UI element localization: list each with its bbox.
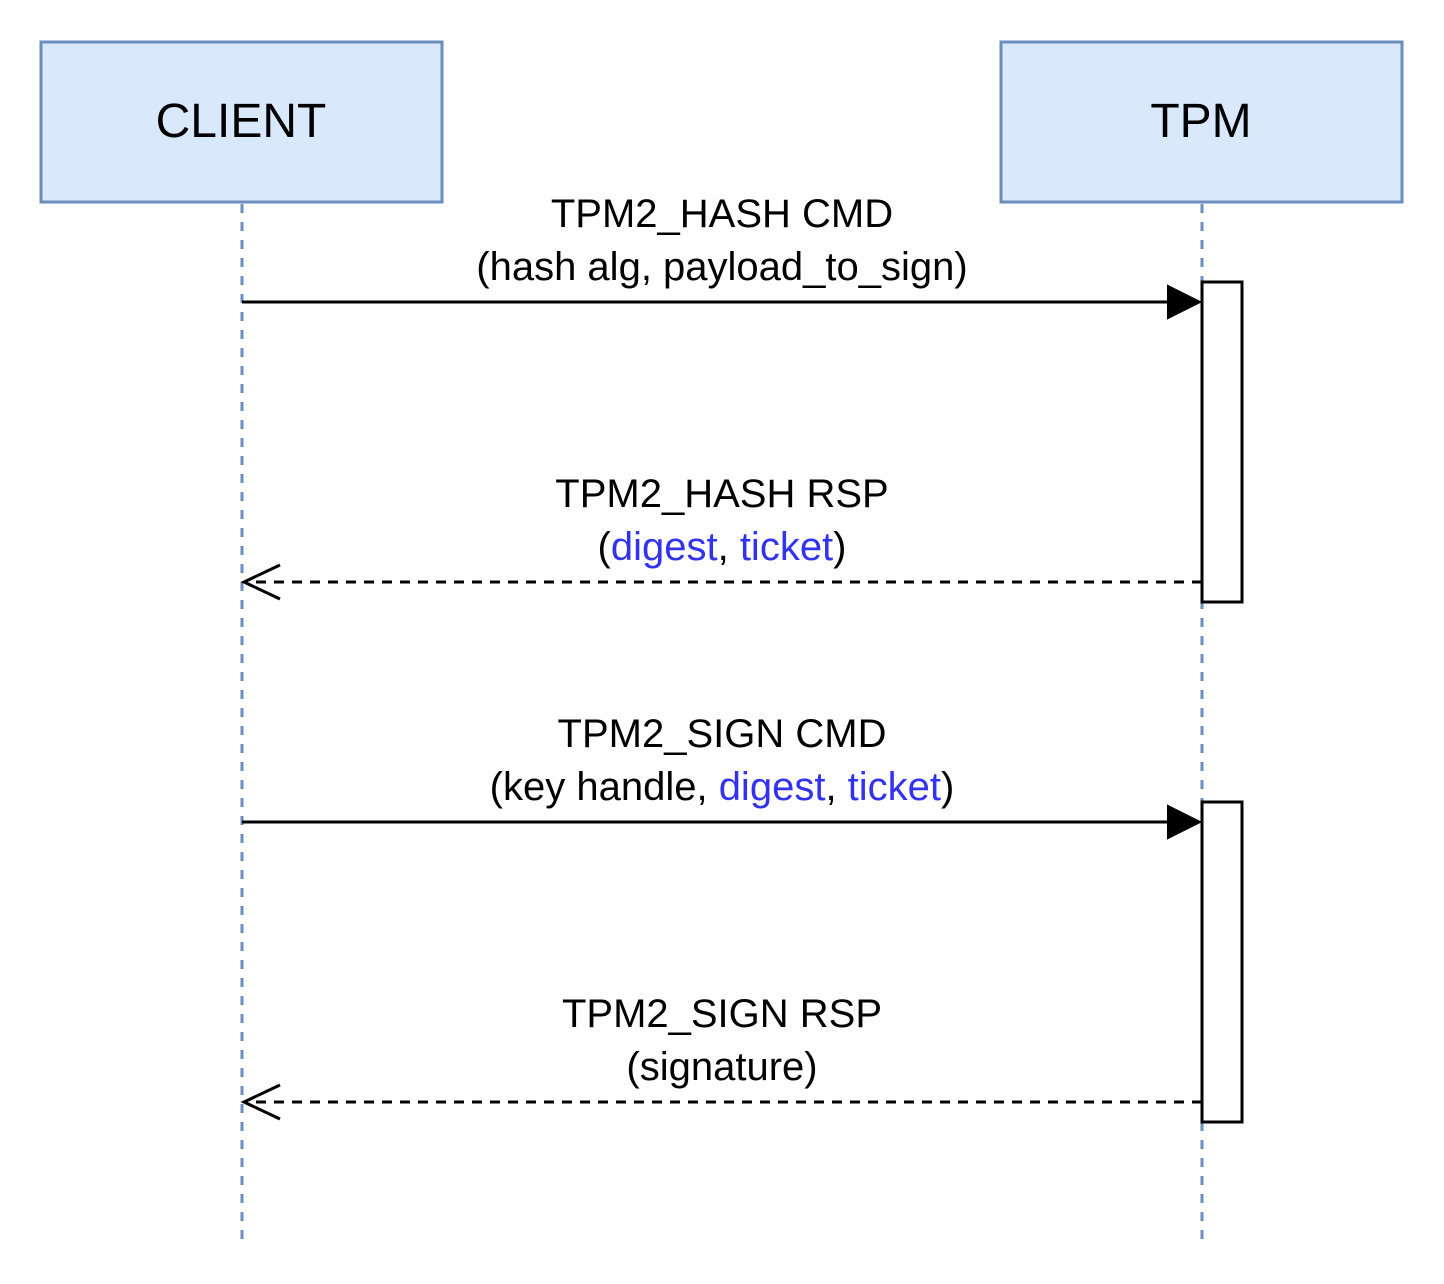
hash-rsp-param-digest: digest [611, 525, 718, 569]
message-hash-rsp: TPM2_HASH RSP (digest, ticket) [240, 472, 1202, 601]
hash-rsp-params: (digest, ticket) [598, 525, 847, 569]
hash-rsp-arrowhead [240, 563, 281, 601]
hash-cmd-param: payload_to_sign [663, 245, 954, 289]
client-box [39, 40, 444, 204]
sign-cmd-params: (key handle, digest, ticket) [490, 765, 955, 809]
tpm-participant: TPM [999, 40, 1404, 204]
sign-cmd-title: TPM2_SIGN CMD [558, 712, 887, 756]
tpm-activation-sign [1200, 800, 1244, 1124]
hash-rsp-param-ticket: ticket [740, 525, 833, 569]
sign-cmd-param-ticket: ticket [848, 765, 941, 809]
hash-cmd-arrowhead [1167, 284, 1203, 320]
client-participant: CLIENT [39, 40, 444, 204]
sign-rsp-title: TPM2_SIGN RSP [562, 992, 882, 1036]
sign-rsp-arrowhead [240, 1083, 281, 1121]
sign-cmd-param-key-handle: key handle [503, 765, 696, 809]
tpm-activation-hash [1200, 280, 1244, 604]
sign-cmd-param-digest: digest [719, 765, 826, 809]
hash-cmd-params: (hash alg, payload_to_sign) [476, 245, 967, 289]
hash-cmd-param: hash alg [490, 245, 641, 289]
sign-rsp-params: (signature) [626, 1045, 817, 1089]
message-sign-cmd: TPM2_SIGN CMD (key handle, digest, ticke… [242, 712, 1203, 840]
tpm-box [999, 40, 1404, 204]
hash-rsp-title: TPM2_HASH RSP [555, 472, 888, 516]
message-sign-rsp: TPM2_SIGN RSP (signature) [240, 992, 1202, 1121]
sign-rsp-param-signature: signature [640, 1045, 805, 1089]
sign-cmd-arrowhead [1167, 804, 1203, 840]
client-label: CLIENT [156, 95, 327, 148]
message-hash-cmd: TPM2_HASH CMD (hash alg, payload_to_sign… [242, 192, 1203, 320]
hash-cmd-title: TPM2_HASH CMD [551, 192, 893, 236]
tpm-label: TPM [1150, 95, 1251, 148]
